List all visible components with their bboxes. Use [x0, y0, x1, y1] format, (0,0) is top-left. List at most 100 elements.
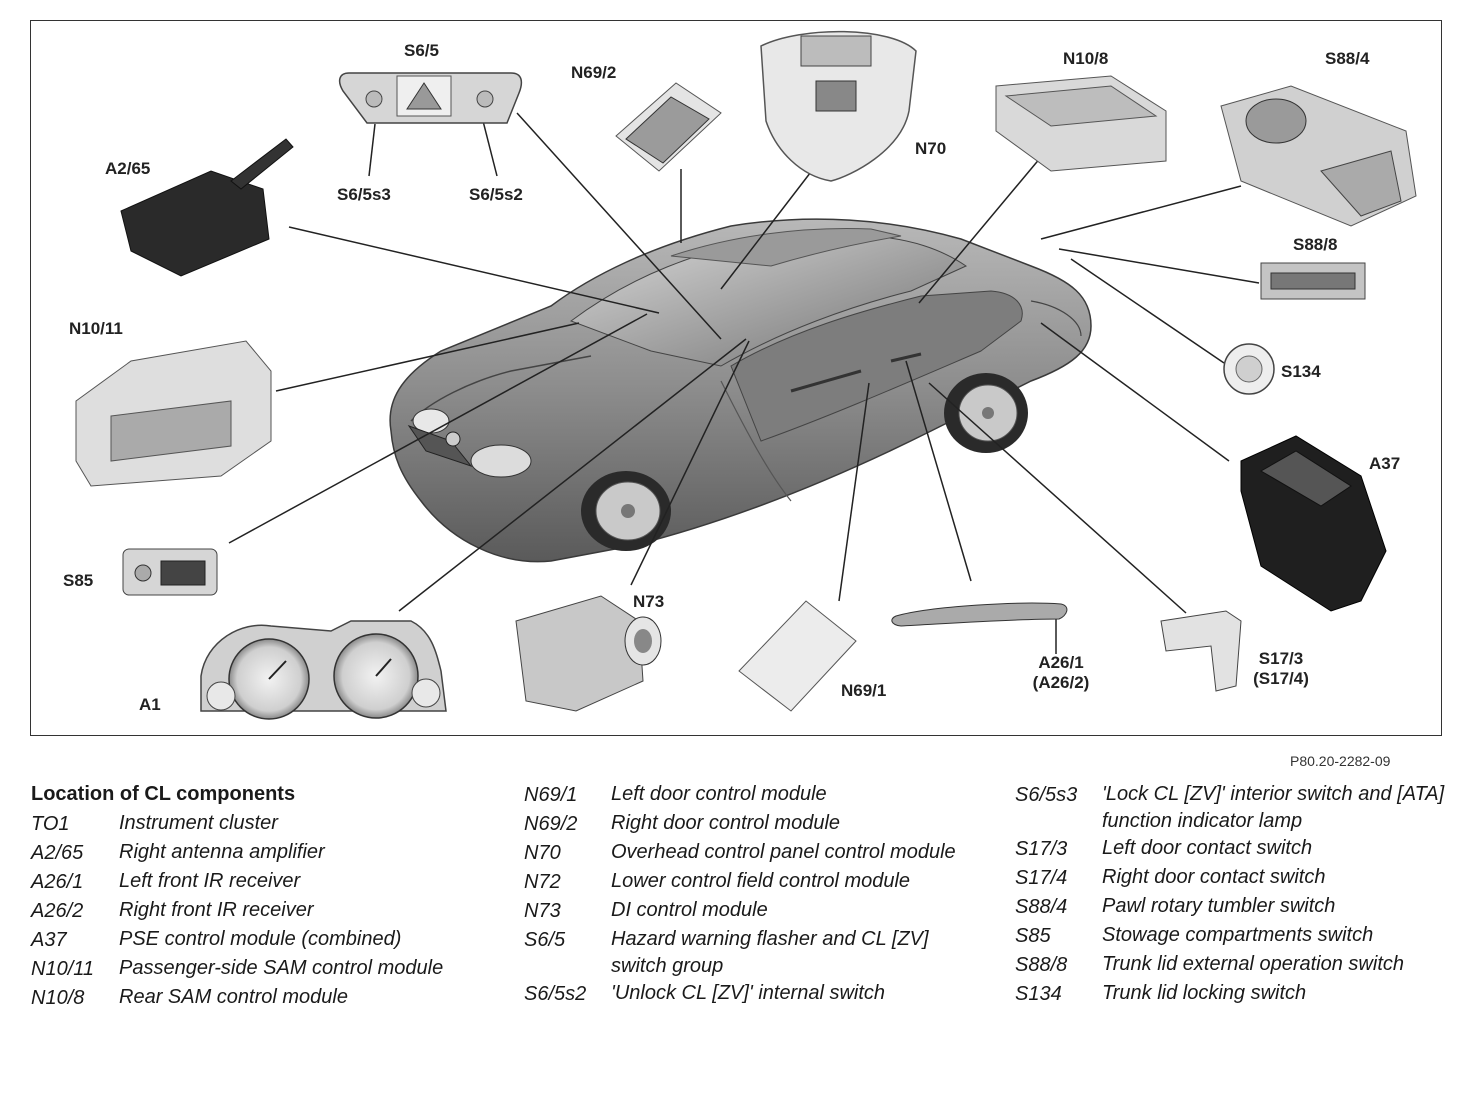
- n69-2-module: [615, 82, 722, 172]
- figure-drawing: [75, 30, 1417, 720]
- label-a1: A1: [139, 695, 161, 714]
- n73-module: [515, 595, 662, 712]
- legend-item-description: Overhead control panel control module: [611, 841, 956, 863]
- legend-item-description: Hazard warning flasher and CL [ZV] switc…: [611, 928, 929, 977]
- label-n10-11: N10/11: [69, 319, 123, 338]
- legend-item-description: Pawl rotary tumbler switch: [1102, 895, 1336, 917]
- legend-item-code: S17/4: [1015, 867, 1068, 889]
- legend-item-description: Right door control module: [611, 812, 841, 834]
- a2-65-antenna-amplifier: [120, 138, 294, 277]
- label-n70: N70: [915, 139, 947, 158]
- legend-item: N10/8 Rear SAM control module: [31, 984, 451, 1013]
- legend-item-code: N10/8: [31, 987, 85, 1009]
- s134-switch: [1223, 343, 1275, 395]
- n70-overhead-panel: [760, 30, 917, 182]
- n10-8-module: [995, 75, 1167, 172]
- legend-column-3: S6/5s3'Lock CL [ZV]' interior switch and…: [1015, 781, 1460, 1009]
- legend-item-code: A37: [31, 929, 67, 951]
- label-s85: S85: [63, 571, 94, 590]
- label-s88-8: S88/8: [1293, 235, 1338, 254]
- legend-item-code: N70: [524, 842, 561, 864]
- legend-item-description: Trunk lid locking switch: [1102, 982, 1307, 1004]
- s6-5-switch-group: [338, 72, 523, 124]
- legend-item: N72 Lower control field control module: [524, 868, 964, 897]
- label-a37: A37: [1369, 454, 1401, 473]
- legend-item-description: Instrument cluster: [119, 812, 278, 834]
- legend-item-code: TO1: [31, 813, 70, 835]
- legend-item-code: S6/5s2: [524, 983, 587, 1005]
- legend-item: N69/2 Right door control module: [524, 810, 964, 839]
- label-s6-5: S6/5: [404, 41, 439, 60]
- legend-item-description: Left door control module: [611, 783, 827, 805]
- legend-item: S17/4 Right door contact switch: [1015, 864, 1460, 893]
- legend-item: S6/5s3'Lock CL [ZV]' interior switch and…: [1015, 781, 1460, 835]
- n69-1-module: [738, 600, 857, 712]
- legend-item-code: N72: [524, 871, 561, 893]
- legend-item-description: Right antenna amplifier: [119, 841, 325, 863]
- a37-module: [1240, 435, 1387, 612]
- component-location-figure: S6/5 S6/5s3 S6/5s2 N69/2 N70 N10/8 S88/4…: [30, 20, 1442, 736]
- legend-item-description: Trunk lid external operation switch: [1102, 953, 1404, 975]
- legend-item-description: PSE control module (combined): [119, 928, 402, 950]
- legend-item-code: N69/1: [524, 784, 578, 806]
- legend-item: N69/1 Left door control module: [524, 781, 964, 810]
- legend-item-code: S6/5: [524, 929, 566, 951]
- car-illustration: [389, 218, 1092, 563]
- label-n69-1: N69/1: [841, 681, 887, 700]
- legend-item: S6/5s2 'Unlock CL [ZV]' internal switch: [524, 980, 964, 1009]
- legend-item-description: Right door contact switch: [1102, 866, 1326, 888]
- legend-item: A26/1 Left front IR receiver: [31, 868, 451, 897]
- legend-item-code: S85: [1015, 925, 1051, 947]
- s85-switch: [122, 548, 218, 596]
- label-s17-3: S17/3: [1258, 649, 1304, 668]
- legend-item-code: N10/11: [31, 958, 95, 980]
- legend-item-code: S17/3: [1015, 838, 1068, 860]
- s17-door-contact-switch: [1160, 610, 1242, 692]
- legend-item-description: Passenger-side SAM control module: [119, 957, 444, 979]
- label-n10-8: N10/8: [1063, 49, 1109, 68]
- legend-item-code: A26/2: [31, 900, 84, 922]
- label-n73: N73: [633, 592, 665, 611]
- legend-item-code: N69/2: [524, 813, 578, 835]
- front-wheel: [581, 471, 671, 551]
- legend-item-description: DI control module: [611, 899, 768, 921]
- legend-item-description: Left front IR receiver: [119, 870, 301, 892]
- legend-item: N70 Overhead control panel control module: [524, 839, 964, 868]
- rear-wheel: [944, 373, 1028, 453]
- legend-item: A26/2 Right front IR receiver: [31, 897, 451, 926]
- label-n69-2: N69/2: [571, 63, 617, 82]
- legend-item-description: Stowage compartments switch: [1102, 924, 1374, 946]
- label-a2-65: A2/65: [105, 159, 151, 178]
- label-s17: S17/3 (S17/4): [1241, 649, 1321, 689]
- label-s88-4: S88/4: [1325, 49, 1370, 68]
- legend-item: TO1 Instrument cluster: [31, 810, 451, 839]
- legend-item-code: A2/65: [31, 842, 84, 864]
- label-a26-1: A26/1: [1038, 653, 1084, 672]
- legend-item: A37 PSE control module (combined): [31, 926, 451, 955]
- legend-item-description: Right front IR receiver: [119, 899, 314, 921]
- legend-item-description: Rear SAM control module: [119, 986, 348, 1008]
- legend-item-code: S134: [1015, 983, 1062, 1005]
- legend-item: S134 Trunk lid locking switch: [1015, 980, 1460, 1009]
- label-s6-5s3: S6/5s3: [337, 185, 391, 204]
- legend-item: S6/5 Hazard warning flasher and CL [ZV] s…: [524, 926, 964, 980]
- label-a26: A26/1 (A26/2): [1021, 653, 1101, 693]
- a26-door-handle: [891, 602, 1068, 627]
- legend-item-code: S6/5s3: [1015, 784, 1078, 806]
- legend-item-code: A26/1: [31, 871, 84, 893]
- legend-item-description: Left door contact switch: [1102, 837, 1313, 859]
- label-s17-4: (S17/4): [1253, 669, 1309, 688]
- figure-reference: P80.20-2282-09: [1290, 753, 1391, 769]
- legend-item: S17/3 Left door contact switch: [1015, 835, 1460, 864]
- label-a26-2: (A26/2): [1032, 673, 1090, 692]
- label-s6-5s2: S6/5s2: [469, 185, 523, 204]
- legend-item: S85 Stowage compartments switch: [1015, 922, 1460, 951]
- legend-item-description: 'Unlock CL [ZV]' internal switch: [611, 982, 886, 1004]
- a1-instrument-cluster: [200, 620, 447, 720]
- legend-item-description: Lower control field control module: [611, 870, 911, 892]
